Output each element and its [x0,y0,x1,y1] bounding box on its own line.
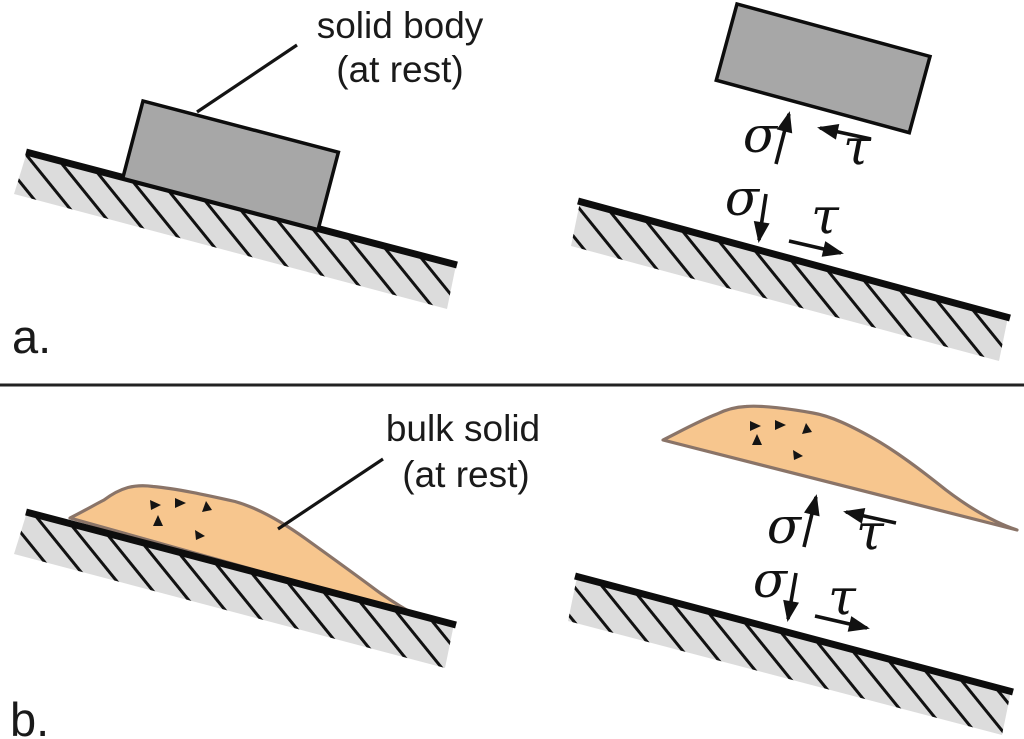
solid-body-rect [120,98,341,232]
grain-speck [752,434,762,445]
grain-speck [195,530,205,540]
hatched-ground-a-left [14,152,456,309]
solid-body-label-line1: solid body [317,5,484,46]
solid-body-free [714,1,933,135]
grain-specks-right [750,420,812,460]
grain-speck [150,500,161,510]
hatched-ground-a-right [571,202,1008,361]
panel-b-label: b. [10,693,49,739]
ground-surface-b-right [574,572,1014,696]
tau-label-body-b: τ [856,503,885,561]
bulk-solid-label-line2: (at rest) [402,454,529,495]
grain-speck [793,450,803,460]
sigma-label-ground-b: σ [753,551,789,609]
grain-speck [775,420,786,430]
sigma-label-body-a: σ [743,106,779,164]
shear-stress-arrow-body-a [817,123,872,141]
solid-body-on-ground [120,98,341,232]
tau-label-ground-b: τ [828,568,857,626]
grain-speck [153,515,163,526]
shear-stress-arrow-ground-a [788,239,844,257]
solid-body-label-line2: (at rest) [336,49,463,90]
panel-b: bulk solid (at rest) σ τ σ τ b. [10,404,1019,739]
bulk-solid-pile-free [661,404,1019,532]
shear-stress-arrow-ground-b [814,614,870,632]
solid-body-free-rect [714,1,933,135]
sigma-label-body-b: σ [767,497,803,555]
normal-stress-arrow-ground-b [783,572,799,622]
bulk-solid-label-line1: bulk solid [386,408,540,449]
normal-stress-arrow-body-a [774,111,793,165]
tau-label-body-a: τ [843,118,872,176]
hatched-ground-b-left [14,512,454,668]
grain-speck [202,501,212,512]
shear-stress-arrow-body-b [843,508,897,525]
panel-a: solid body (at rest) σ τ σ τ a. [12,1,1011,363]
annotation-leader-a [196,43,298,114]
grain-speck [750,421,761,431]
sigma-label-ground-a: σ [725,169,761,227]
ground-surface-a-right [577,197,1011,322]
annotation-leader-b [277,457,384,531]
ground-surface-b-left [25,508,457,629]
tau-label-ground-a: τ [811,187,840,245]
grain-speck [802,423,812,434]
hatched-ground-b-right [568,577,1011,735]
panel-a-label: a. [12,310,51,363]
grain-speck [175,498,186,508]
normal-stress-arrow-ground-a [753,193,770,243]
normal-stress-arrow-body-b [802,494,820,548]
grain-specks-left [150,498,212,540]
